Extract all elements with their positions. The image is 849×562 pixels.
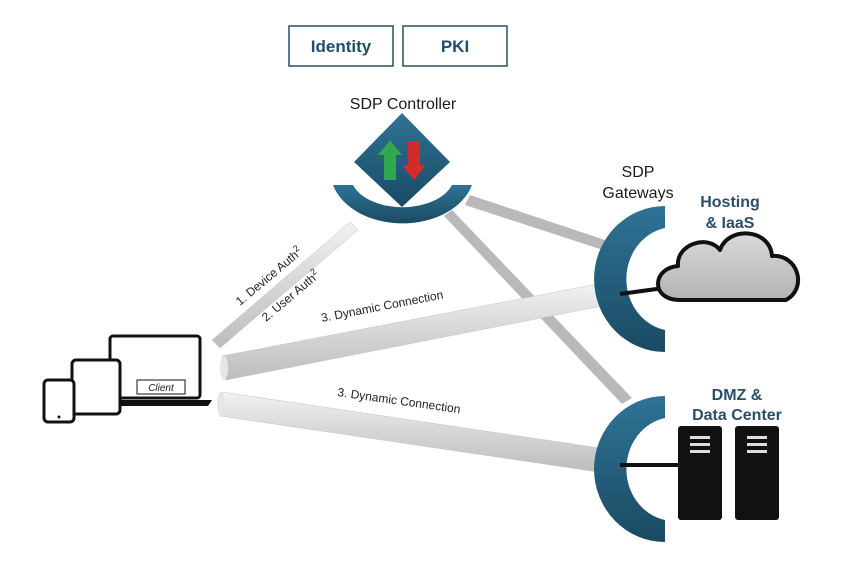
sdp-gateways-label-line2: Gateways — [602, 185, 673, 202]
down-arrow-icon — [402, 141, 426, 180]
dmz-gateway — [594, 396, 684, 542]
controller-hosting-link — [465, 195, 605, 250]
hosting-label-line2: & IaaS — [706, 215, 755, 232]
dmz-label-line2: Data Center — [692, 407, 782, 424]
sdp-controller-label: SDP Controller — [350, 96, 457, 113]
sdp-gateways-label-line1: SDP — [622, 164, 655, 181]
client-devices: Client — [42, 334, 212, 424]
pki-label: PKI — [441, 37, 469, 56]
hosting-label-line1: Hosting — [700, 194, 760, 211]
client-label: Client — [148, 383, 175, 394]
dynamic-pipe-upper — [220, 283, 603, 381]
controller-shield-icon — [333, 185, 472, 224]
controller-diamond-icon — [354, 113, 450, 207]
dmz-label-line1: DMZ & — [712, 387, 763, 404]
gateway-shield-icon — [594, 206, 665, 352]
identity-label: Identity — [311, 37, 372, 56]
phone-icon — [42, 378, 76, 424]
tablet-icon — [70, 358, 122, 416]
up-arrow-icon — [378, 140, 402, 180]
identity-box: Identity — [288, 25, 394, 67]
pki-box: PKI — [402, 25, 508, 67]
cloud-icon — [656, 231, 801, 302]
gateway-shield-icon — [594, 396, 665, 542]
laptop-icon: Client — [100, 334, 212, 406]
auth-pipe — [211, 221, 359, 349]
server-icon — [735, 426, 779, 520]
server-icon — [678, 426, 722, 520]
sdp-controller — [333, 113, 472, 224]
